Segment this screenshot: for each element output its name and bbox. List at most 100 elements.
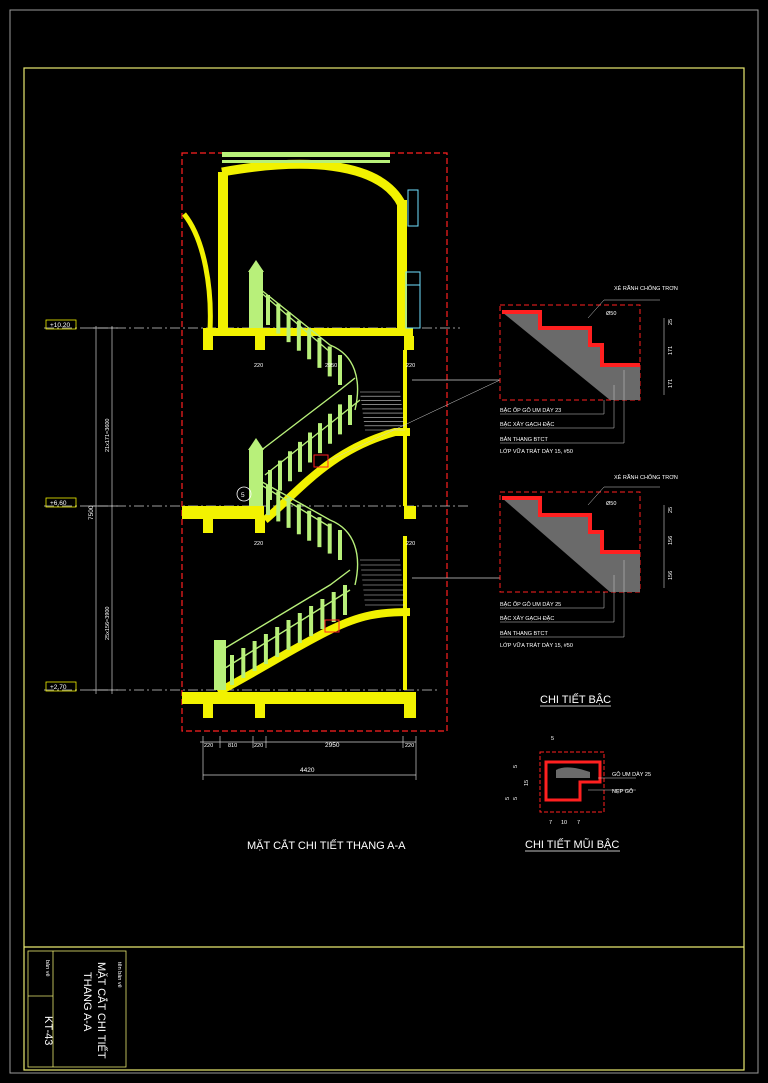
drawing-frame [23, 67, 745, 1071]
baluster [298, 441, 302, 472]
detail-upper-dim-2: 171 [668, 346, 674, 355]
dim-bottom-1: 220 [204, 743, 213, 749]
baluster [263, 634, 268, 664]
detail-upper-phi: Ø50 [606, 311, 616, 317]
outer-frame [9, 9, 759, 1074]
baluster [296, 504, 301, 535]
baluster [276, 303, 281, 334]
baluster [328, 413, 332, 444]
detail-lower-note-1: BẬC ỐP GỖ UM DÀY 25 [500, 601, 561, 608]
nose-dim-left-4: 5 [505, 797, 511, 800]
chi-tiet-bac-title: CHI TIẾT BẬC [540, 693, 611, 706]
dim-vertical-upper: 21x171=3600 [105, 419, 111, 453]
title-block: tên bản vẽ MẶT CẮT CHI TIẾT THANG A-A bả… [27, 950, 127, 1068]
baluster [296, 320, 301, 351]
baluster [307, 510, 312, 541]
baluster [309, 606, 314, 636]
baluster [286, 497, 291, 528]
nose-dim-bottom-3: 7 [577, 820, 580, 826]
baluster [241, 648, 246, 678]
nose-dim-top: 5 [551, 736, 554, 742]
dim-bottom-3: 220 [254, 743, 263, 749]
stair-steps [360, 391, 405, 606]
baluster [307, 329, 312, 360]
vertical-dimensions [90, 326, 118, 694]
baluster [327, 523, 332, 554]
dim-bottom-2: 810 [228, 743, 237, 749]
level-marker-2: +6.60 [45, 497, 77, 508]
baluster [348, 395, 352, 425]
baluster [327, 346, 332, 377]
detail-upper-note-1: BẬC ỐP GỖ UM DÀY 23 [500, 407, 561, 414]
nose-label-1: GỖ UM DÀY 25 [612, 771, 651, 778]
detail-lower-dim-3: 156 [668, 571, 674, 580]
baluster [318, 423, 322, 454]
baluster [276, 491, 281, 522]
nose-dim-left-3: 5 [513, 797, 519, 800]
detail-upper-note-3: BẢN THANG BTCT [500, 436, 549, 443]
dim-220-floor3: 220 [254, 363, 263, 369]
detail-upper-dim-3: 171 [668, 379, 674, 388]
level-marker-1: +10.20 [45, 319, 77, 330]
detail-upper-dim-1: 25 [668, 319, 674, 325]
detail-lower: XẺ RÃNH CHỐNG TRƠN Ø50 25 156 156 BẬC ỐP… [499, 474, 678, 649]
title-block-header: tên bản vẽ [116, 962, 122, 988]
detail-lower-note-4: LỚP VỮA TRÁT DÀY 15, #50 [500, 642, 573, 649]
baluster [338, 355, 342, 385]
detail-lower-dim-1: 25 [668, 507, 674, 513]
detail-upper-note-4: LỚP VỮA TRÁT DÀY 15, #50 [500, 448, 573, 455]
dim-vertical-lower: 25x156=3900 [105, 607, 111, 641]
baluster [308, 432, 312, 463]
nose-detail: GỖ UM DÀY 25 NẸP GỖ 5 5 15 5 5 7 10 7 CH… [505, 736, 651, 852]
newel-posts [214, 260, 264, 690]
nose-dim-bottom-2: 10 [561, 820, 567, 826]
baluster [266, 295, 270, 325]
dim-bottom-total: 4420 [300, 767, 315, 774]
detail-upper-top-label: XẺ RÃNH CHỐNG TRƠN [614, 285, 678, 292]
baluster [286, 312, 291, 343]
detail-lower-top-label: XẺ RÃNH CHỐNG TRƠN [614, 474, 678, 481]
baluster [331, 592, 336, 622]
detail-upper-note-2: BẬC XÂY GẠCH ĐẶC [500, 421, 554, 428]
baluster [317, 517, 322, 548]
baluster [320, 599, 325, 629]
structure-curves [182, 159, 411, 696]
nose-dim-bottom-1: 7 [549, 820, 552, 826]
baluster [288, 451, 292, 482]
leader-detail-1 [327, 379, 501, 462]
nose-dim-left-2: 15 [524, 780, 530, 786]
title-block-sheet-label: bản vẽ [44, 960, 50, 977]
stair-section: +10.20 +6.60 +2.70 7500 21x171=3600 25x1… [44, 152, 501, 852]
title-block-line1: MẶT CẮT CHI TIẾT [95, 962, 108, 1059]
baluster [338, 530, 342, 560]
baluster [338, 404, 342, 435]
baluster [317, 337, 322, 368]
level-marker-3: +2.70 [45, 681, 77, 692]
detail-lower-note-2: BẬC XÂY GẠCH ĐẶC [500, 615, 554, 622]
nose-dim-left-1: 5 [513, 765, 519, 768]
nose-label-2: NẸP GỖ [612, 788, 634, 795]
right-column [405, 189, 421, 329]
level-label: +2.70 [50, 684, 67, 691]
baluster [266, 485, 270, 515]
main-title: MẶT CẮT CHI TIẾT THANG A-A [247, 839, 406, 852]
section-marker: 5 [236, 486, 252, 502]
title-block-sheet-number: KT-43 [42, 1016, 54, 1045]
level-label: +10.20 [50, 322, 70, 329]
bottom-dimension-lines [200, 736, 417, 780]
dim-220-right-floor2: 220 [406, 541, 415, 547]
detail-lower-phi: Ø50 [606, 501, 616, 507]
level-label: +6.60 [50, 500, 67, 507]
baluster [278, 460, 282, 491]
dim-vertical-total: 7500 [88, 505, 95, 520]
dim-bottom-4: 2950 [325, 742, 340, 749]
baluster [286, 620, 291, 650]
detail-lower-note-3: BẢN THANG BTCT [500, 630, 549, 637]
baluster [297, 613, 302, 643]
detail-lower-dim-2: 156 [668, 536, 674, 545]
balusters [230, 295, 352, 685]
dim-bottom-5: 220 [405, 743, 414, 749]
section-cut-boundary [181, 152, 448, 732]
baluster [275, 627, 280, 657]
